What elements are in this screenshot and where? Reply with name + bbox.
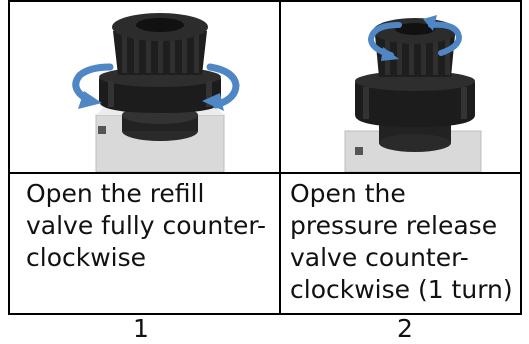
table-border-left [8, 0, 10, 315]
table-border-right [520, 0, 522, 315]
step-1-instruction: Open the refill valve fully counter-cloc… [26, 179, 267, 272]
instruction-table: Open the refill valve fully counter-cloc… [8, 0, 522, 315]
refill-valve-illustration [10, 1, 279, 172]
table-border-top [8, 0, 522, 2]
table-column-divider [279, 0, 281, 315]
step-2-instruction: Open the pressure release valve counter-… [290, 179, 513, 304]
table-row-divider [8, 172, 522, 174]
step-2-number: 2 [397, 314, 413, 343]
table-border-bottom [8, 313, 522, 315]
pressure-release-valve-illustration [281, 1, 520, 172]
step-1-number: 1 [133, 314, 149, 343]
